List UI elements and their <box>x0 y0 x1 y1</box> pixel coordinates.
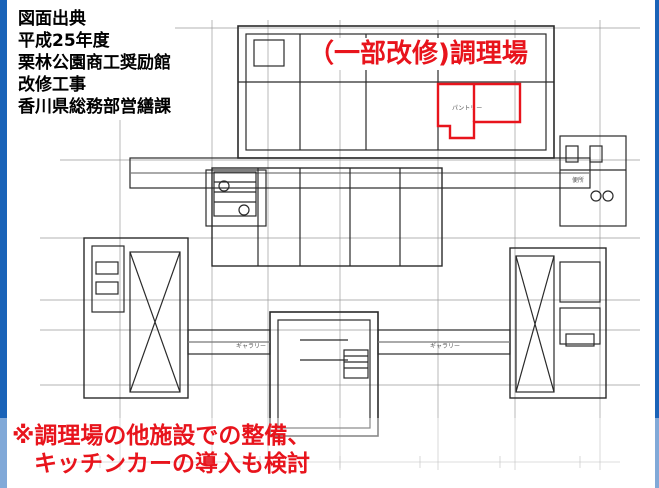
plan-label-toilet: 便所 <box>572 176 584 184</box>
consideration-note: ※調理場の他施設での整備、 キッチンカーの導入も検討 <box>12 422 310 478</box>
figure-source-block: 図面出典 平成25年度 栗林公園商工奨励館 改修工事 香川県総務部営繕課 <box>16 6 175 120</box>
plan-label-pantry: パントリー <box>452 105 482 112</box>
source-line-2: 平成25年度 <box>18 31 110 51</box>
kitchen-highlight <box>436 82 522 140</box>
note-backdrop <box>0 418 659 488</box>
source-line-5: 香川県総務部営繕課 <box>18 97 171 117</box>
source-line-4: 改修工事 <box>18 75 86 95</box>
kitchen-annotation-title: （一部改修)調理場 <box>304 38 532 70</box>
source-line-3: 栗林公園商工奨励館 <box>18 53 171 73</box>
note-line-1: ※調理場の他施設での整備、 <box>12 423 311 449</box>
right-frame-bar <box>655 0 659 488</box>
plan-label-gallery-left: ギャラリー <box>236 343 266 350</box>
plan-label-gallery-right: ギャラリー <box>430 343 460 350</box>
source-line-1: 図面出典 <box>18 9 86 29</box>
left-frame-bar <box>0 0 7 488</box>
note-line-2: キッチンカーの導入も検討 <box>34 451 310 477</box>
